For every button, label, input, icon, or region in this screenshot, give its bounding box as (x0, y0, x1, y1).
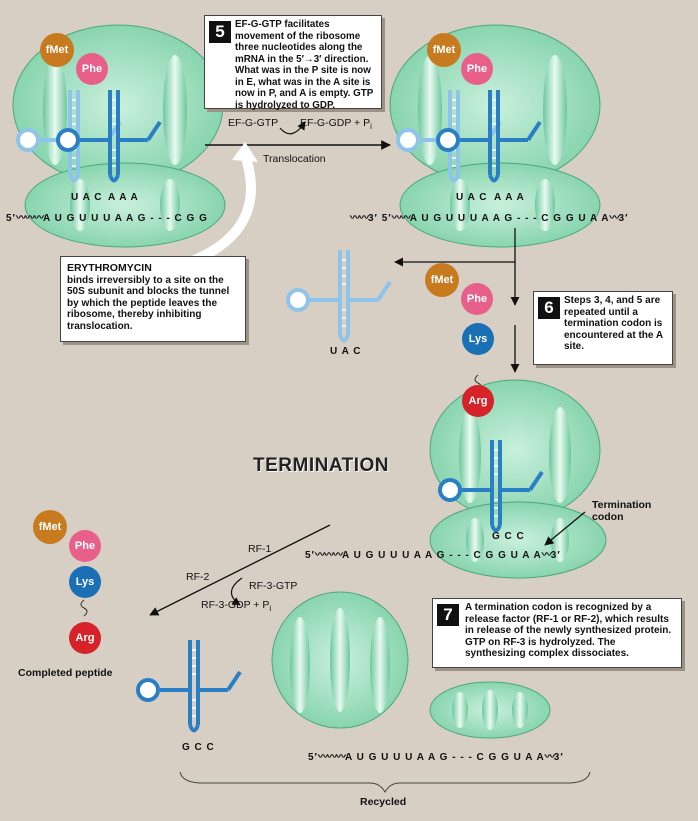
rf3-gdp-label: RF-3-GDP + Pi (201, 599, 272, 614)
step7-text: A termination codon is recognized by a r… (465, 602, 672, 659)
aa-phe-1: Phe (76, 53, 108, 85)
recycled-label: Recycled (360, 796, 407, 808)
rf1-label: RF-1 (248, 543, 272, 555)
aa-lys-4: Lys (69, 566, 101, 598)
anticodon-aaa-1: A A A (108, 192, 139, 203)
step7-box: 7 A termination codon is recognized by a… (432, 598, 682, 668)
anticodon-gcc-released: G C C (182, 742, 215, 753)
erythromycin-title: ERYTHROMYCIN (67, 262, 152, 274)
erythromycin-box: ERYTHROMYCIN binds irreversibly to a sit… (60, 256, 246, 342)
aa-arg-4: Arg (69, 622, 101, 654)
anticodon-aaa-2: A A A (494, 192, 525, 203)
rf3-curve-arrow (230, 577, 243, 606)
aa-phe-4: Phe (69, 530, 101, 562)
aa-fmet-3: fMet (425, 263, 459, 297)
translocation-label: Translocation (263, 153, 326, 165)
erythromycin-text: binds irreversibly to a site on the 50S … (67, 274, 230, 332)
aa-lys-3: Lys (462, 323, 494, 355)
aa-phe-3: Phe (461, 283, 493, 315)
completed-peptide-label: Completed peptide (18, 667, 113, 679)
aa-arg-3: Arg (462, 385, 494, 417)
step6-text: Steps 3, 4, and 5 are repeated until a t… (564, 295, 663, 352)
mrna-strand-4: 5′〰〰〰A U G U U U A A G - - - C G G U A A… (308, 752, 564, 763)
step5-box: 5 EF-G-GTP facilitates movement of the r… (204, 15, 382, 111)
rf3-gtp-label: RF-3-GTP (249, 580, 298, 592)
step5-text: EF-G-GTP facilitates movement of the rib… (235, 19, 374, 111)
efg-curve-arrow (279, 121, 306, 135)
mrna-strand-2: 〰〰3′ 5′〰〰A U G U U U A A G - - - C G G U… (350, 213, 629, 224)
release-arrow (149, 524, 331, 616)
aa-fmet-4: fMet (33, 510, 67, 544)
efg-gdp-label: EF-G-GDP + Pi (300, 117, 372, 132)
rf2-label: RF-2 (186, 571, 210, 583)
termination-codon-label: Termination codon (592, 499, 652, 523)
termination-codon-pointer (544, 511, 586, 546)
small-subunit-dissociated (429, 681, 551, 739)
peptide-link-completed (80, 599, 88, 617)
aa-fmet-2: fMet (427, 33, 461, 67)
step6-box: 6 Steps 3, 4, and 5 are repeated until a… (533, 291, 673, 365)
anticodon-uac-1: U A C (71, 192, 103, 203)
step6-number: 6 (538, 297, 560, 319)
anticodon-uac-released: U A C (330, 346, 362, 357)
aa-fmet-1: fMet (40, 33, 74, 67)
mrna-strand-1: 5′〰〰〰A U G U U U A A G - - - C G G (6, 213, 208, 224)
anticodon-gcc-termination: G C C (492, 531, 525, 542)
ribosome-pre-translocation (12, 24, 226, 248)
step5-number: 5 (209, 21, 231, 43)
anticodon-uac-2: U A C (456, 192, 488, 203)
aa-phe-2: Phe (461, 53, 493, 85)
termination-title: TERMINATION (253, 455, 390, 476)
efg-gtp-label: EF-G-GTP (228, 117, 279, 129)
recycled-brace (179, 771, 591, 794)
erythromycin-arrow (188, 153, 256, 267)
mrna-strand-3: 5′〰〰〰A U G U U U A A G - - - C G G U A A… (305, 550, 561, 561)
large-subunit-dissociated (271, 591, 409, 729)
step7-number: 7 (437, 604, 459, 626)
